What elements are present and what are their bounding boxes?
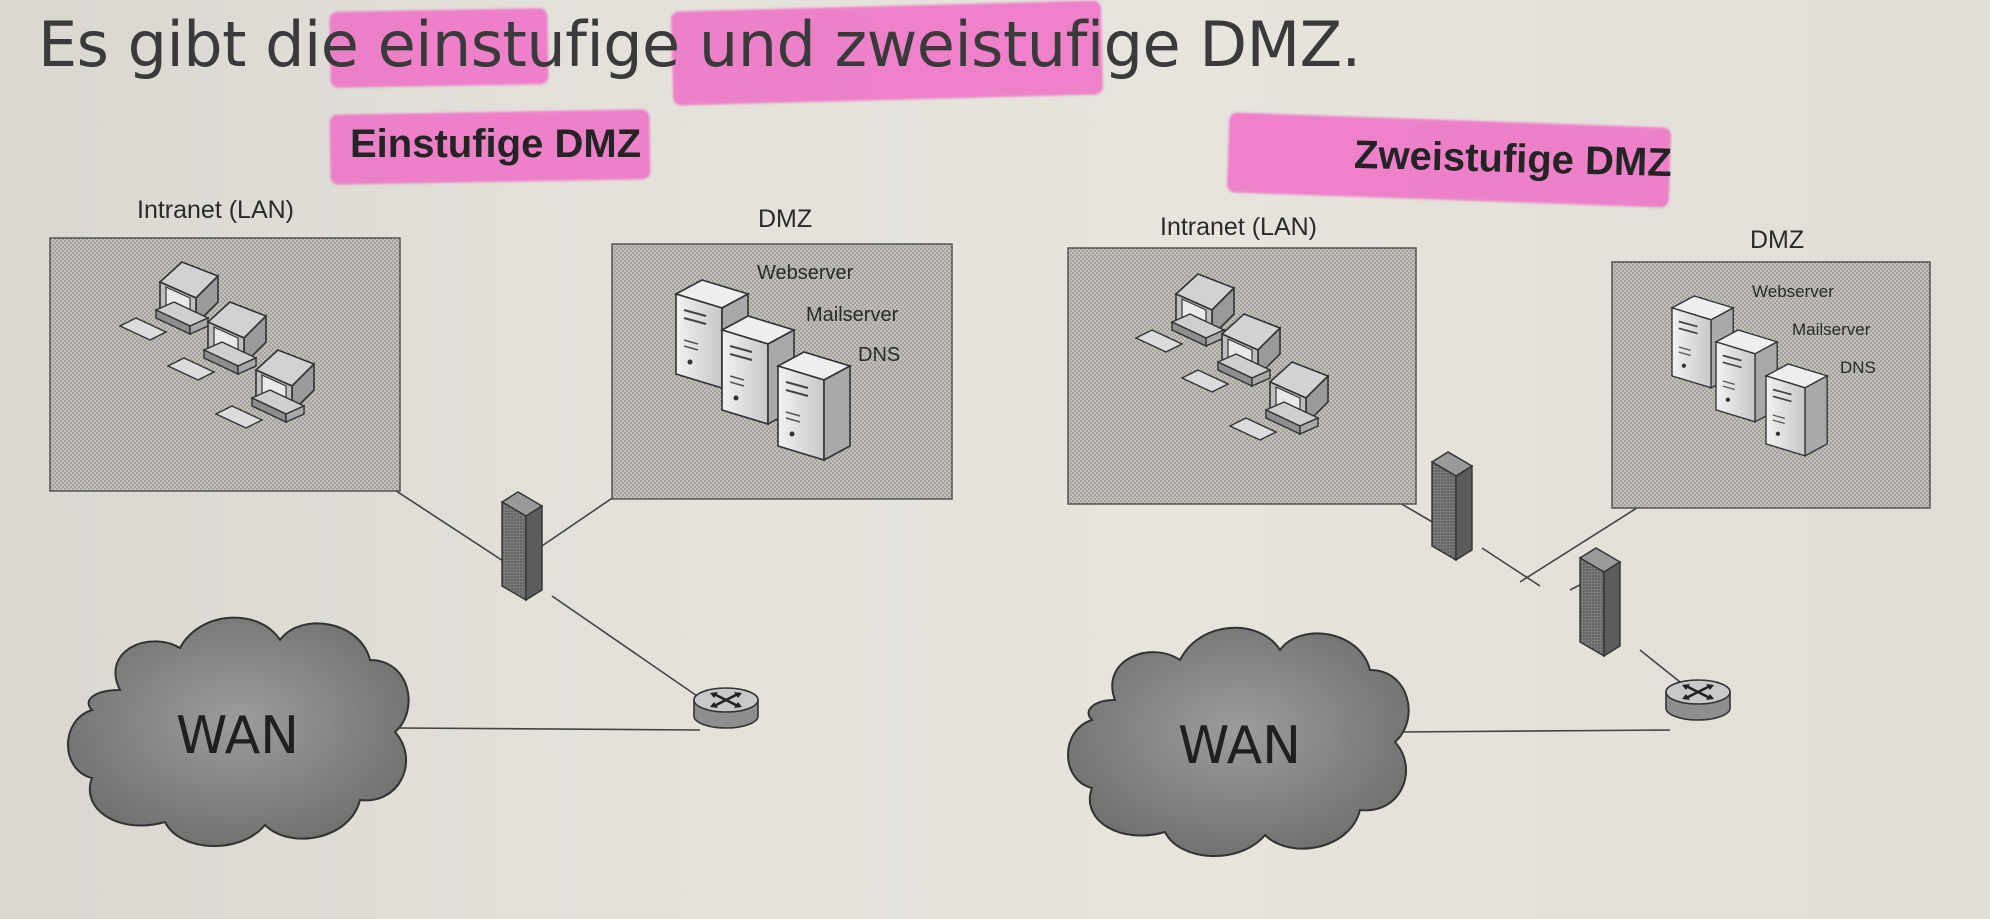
left-router-icon — [692, 686, 760, 730]
right-firewall-outer-icon — [1431, 451, 1473, 561]
left-dns-server-icon — [777, 351, 851, 461]
right-intranet-label: Intranet (LAN) — [1160, 213, 1318, 241]
right-wan-cloud-icon — [1067, 626, 1410, 857]
right-mailserver-label: Mailserver — [1792, 320, 1871, 339]
left-dmz-label: DMZ — [758, 205, 813, 233]
left-intranet-label: Intranet (LAN) — [137, 196, 295, 224]
right-wan-label: WAN — [1178, 716, 1302, 776]
left-mailserver-label: Mailserver — [806, 304, 899, 326]
heading-text: Es gibt die einstufige und zweistufige D… — [38, 8, 1361, 81]
right-dns-server-icon — [1765, 363, 1829, 457]
left-wan-label: WAN — [176, 706, 300, 766]
left-diagram-title: Einstufige DMZ — [350, 122, 642, 166]
left-wan-cloud-icon — [67, 616, 410, 847]
left-firewall-icon — [501, 491, 543, 601]
left-dns-label: DNS — [858, 344, 901, 366]
right-router-icon — [1664, 678, 1732, 722]
right-webserver-label: Webserver — [1752, 282, 1834, 301]
left-webserver-label: Webserver — [757, 262, 854, 284]
right-dmz-label: DMZ — [1750, 226, 1805, 254]
right-dns-label: DNS — [1840, 358, 1876, 377]
right-firewall-inner-icon — [1579, 547, 1621, 657]
left-dmz-zone — [611, 243, 953, 500]
